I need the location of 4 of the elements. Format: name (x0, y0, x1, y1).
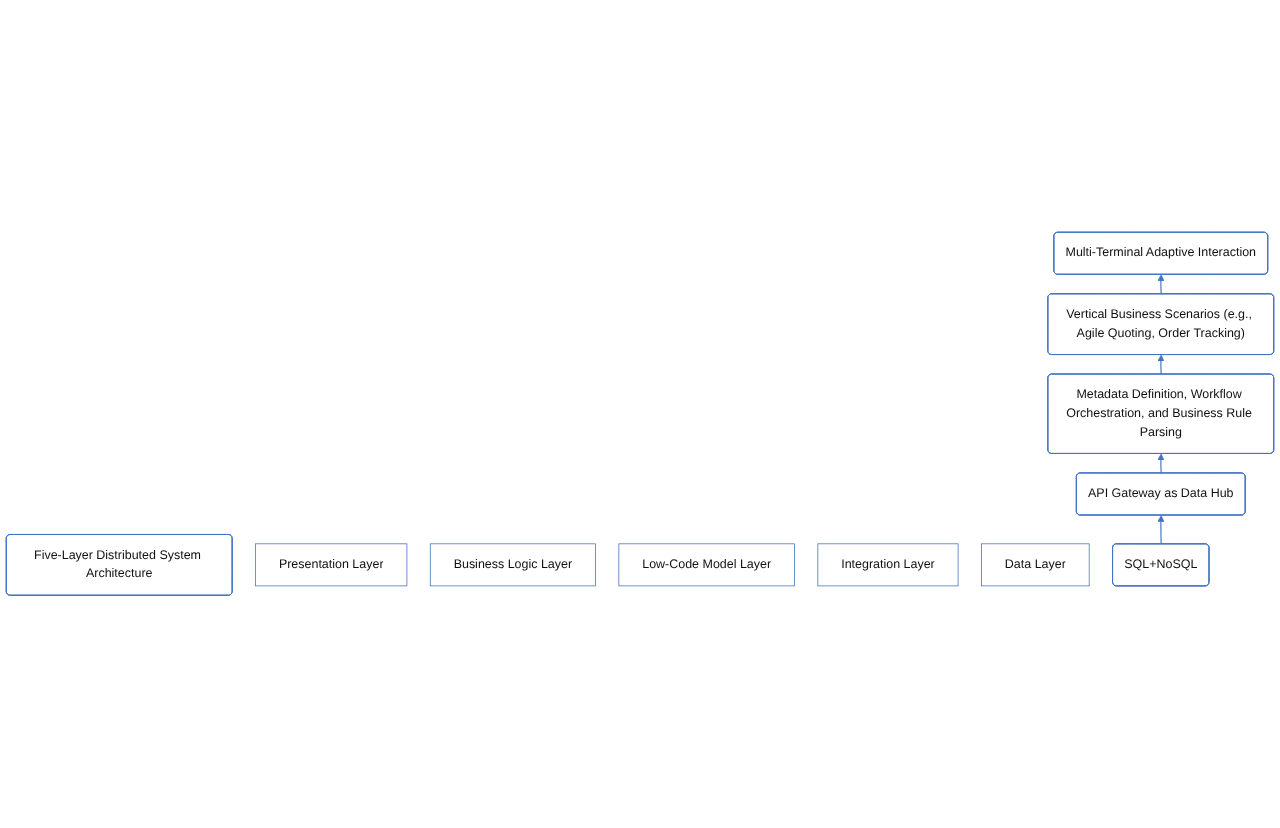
arrow (1157, 453, 1165, 475)
arrow (1157, 274, 1165, 295)
arrow (1157, 354, 1165, 376)
arrow (1157, 515, 1165, 546)
